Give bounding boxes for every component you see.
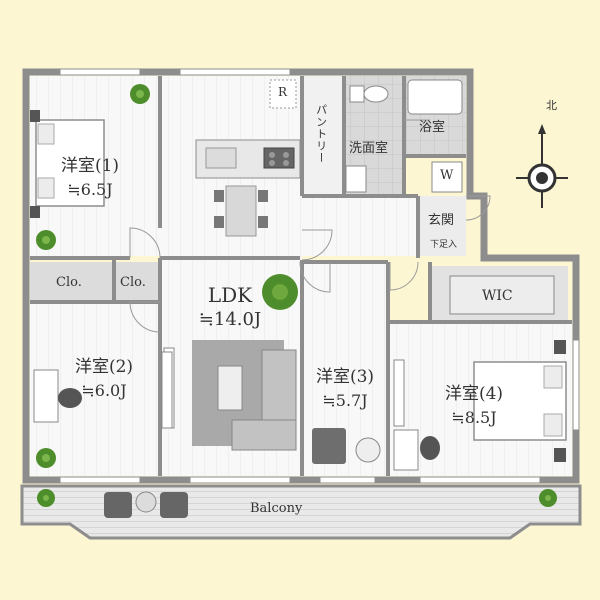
tv-board-bedroom4 xyxy=(393,359,405,427)
bedroom3-name: 洋室(3) xyxy=(315,367,375,387)
wic-label: WIC xyxy=(482,288,513,304)
bedroom4-name: 洋室(4) xyxy=(444,384,504,404)
toilet xyxy=(349,85,389,103)
bedroom4-area: ≒8.5J xyxy=(451,408,497,427)
sofa xyxy=(231,349,297,451)
fridge-label: R xyxy=(278,85,288,99)
closet2-label: Clo. xyxy=(120,275,146,290)
ldk-area: ≒14.0J xyxy=(198,309,262,330)
ldk-name: LDK xyxy=(207,283,253,307)
compass-icon xyxy=(516,124,568,208)
desk-bedroom4 xyxy=(393,429,440,471)
pantry-floor xyxy=(302,76,344,196)
entrance-label: 玄関 xyxy=(428,213,455,228)
doors xyxy=(129,119,491,333)
closet1-label: Clo. xyxy=(56,275,82,290)
windows xyxy=(59,68,580,484)
desk-bedroom2 xyxy=(33,369,82,423)
washer-label: W xyxy=(440,168,454,183)
washroom-label: 洗面室 xyxy=(349,141,389,156)
washbasin xyxy=(345,165,367,193)
wic-box xyxy=(449,275,555,315)
entrance-floor xyxy=(418,196,466,256)
bedroom3-area: ≒5.7J xyxy=(322,391,368,410)
closet1-floor xyxy=(30,262,112,302)
bedroom2-name: 洋室(2) xyxy=(74,357,134,377)
balcony-chairs xyxy=(104,491,188,518)
pantry-label: パントリー xyxy=(314,104,328,164)
kitchen-counter xyxy=(195,139,301,179)
bedroom1-area: ≒6.5J xyxy=(67,180,113,199)
plant-icons xyxy=(36,84,557,507)
bedroom1-name: 洋室(1) xyxy=(60,156,120,176)
bedroom2-area: ≒6.0J xyxy=(81,381,127,400)
tv-board-bedroom2 xyxy=(161,351,173,429)
dining-table xyxy=(214,185,268,237)
fridge-box xyxy=(269,79,297,109)
compass-north-label: 北 xyxy=(546,99,557,112)
closet2-floor xyxy=(116,262,160,302)
bathtub xyxy=(407,79,463,115)
coffee-table xyxy=(217,365,243,411)
balcony-label: Balcony xyxy=(250,501,303,516)
kitchen-floor xyxy=(302,196,418,256)
washer-box xyxy=(431,161,463,193)
bath-label: 浴室 xyxy=(419,120,446,135)
bed-bedroom1 xyxy=(30,110,105,218)
chair-bedroom3 xyxy=(312,428,381,464)
interior-walls xyxy=(30,76,572,476)
bed-bedroom4 xyxy=(473,340,567,462)
shoe-box-label: 下足入 xyxy=(430,240,458,250)
